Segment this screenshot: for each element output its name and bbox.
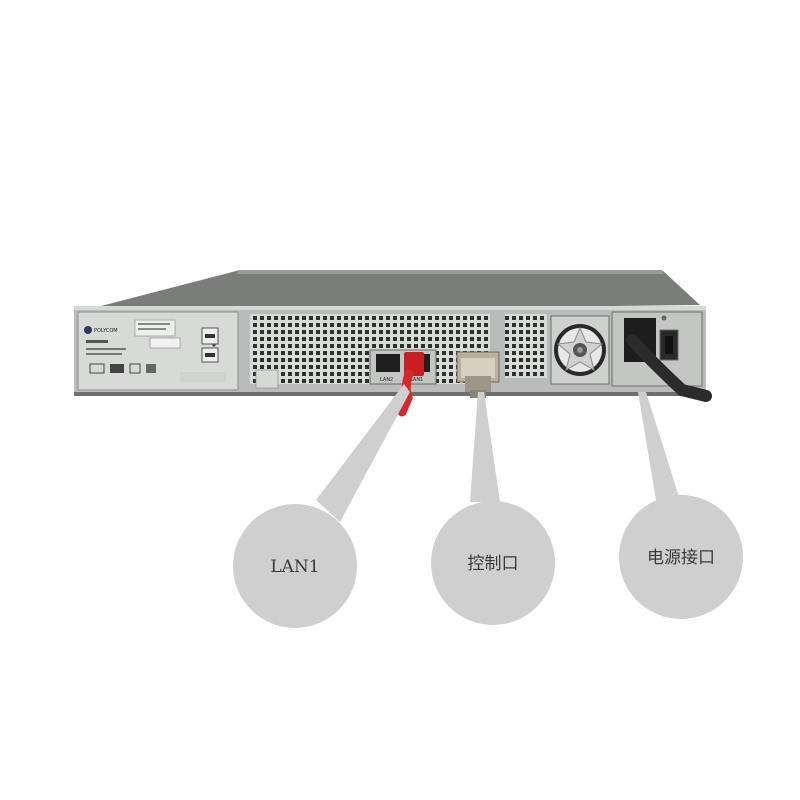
lan1-port-label: LAN1 [410,377,423,383]
power-callout-label: 电源接口 [647,548,715,568]
power-callout-pointer [638,392,680,500]
power-module [611,311,703,387]
lan2-port-label: LAN2 [380,377,393,383]
console-connector [456,351,500,398]
chassis-top [78,270,700,312]
power-callout: 电源接口 [619,495,743,619]
brand-logo-icon [84,326,92,334]
lan1-callout: LAN1 [233,504,357,628]
power-cord [626,334,712,402]
lan2-port [376,354,400,372]
console-callout: 控制口 [431,501,555,625]
usb-ports [201,327,219,363]
brand-name: POLYCOM [94,328,118,334]
console-callout-pointer [470,392,500,502]
lan1-callout-label: LAN1 [270,557,319,577]
cooling-fan [550,315,610,385]
console-callout-label: 控制口 [468,554,519,574]
lan1-callout-pointer [316,384,410,522]
